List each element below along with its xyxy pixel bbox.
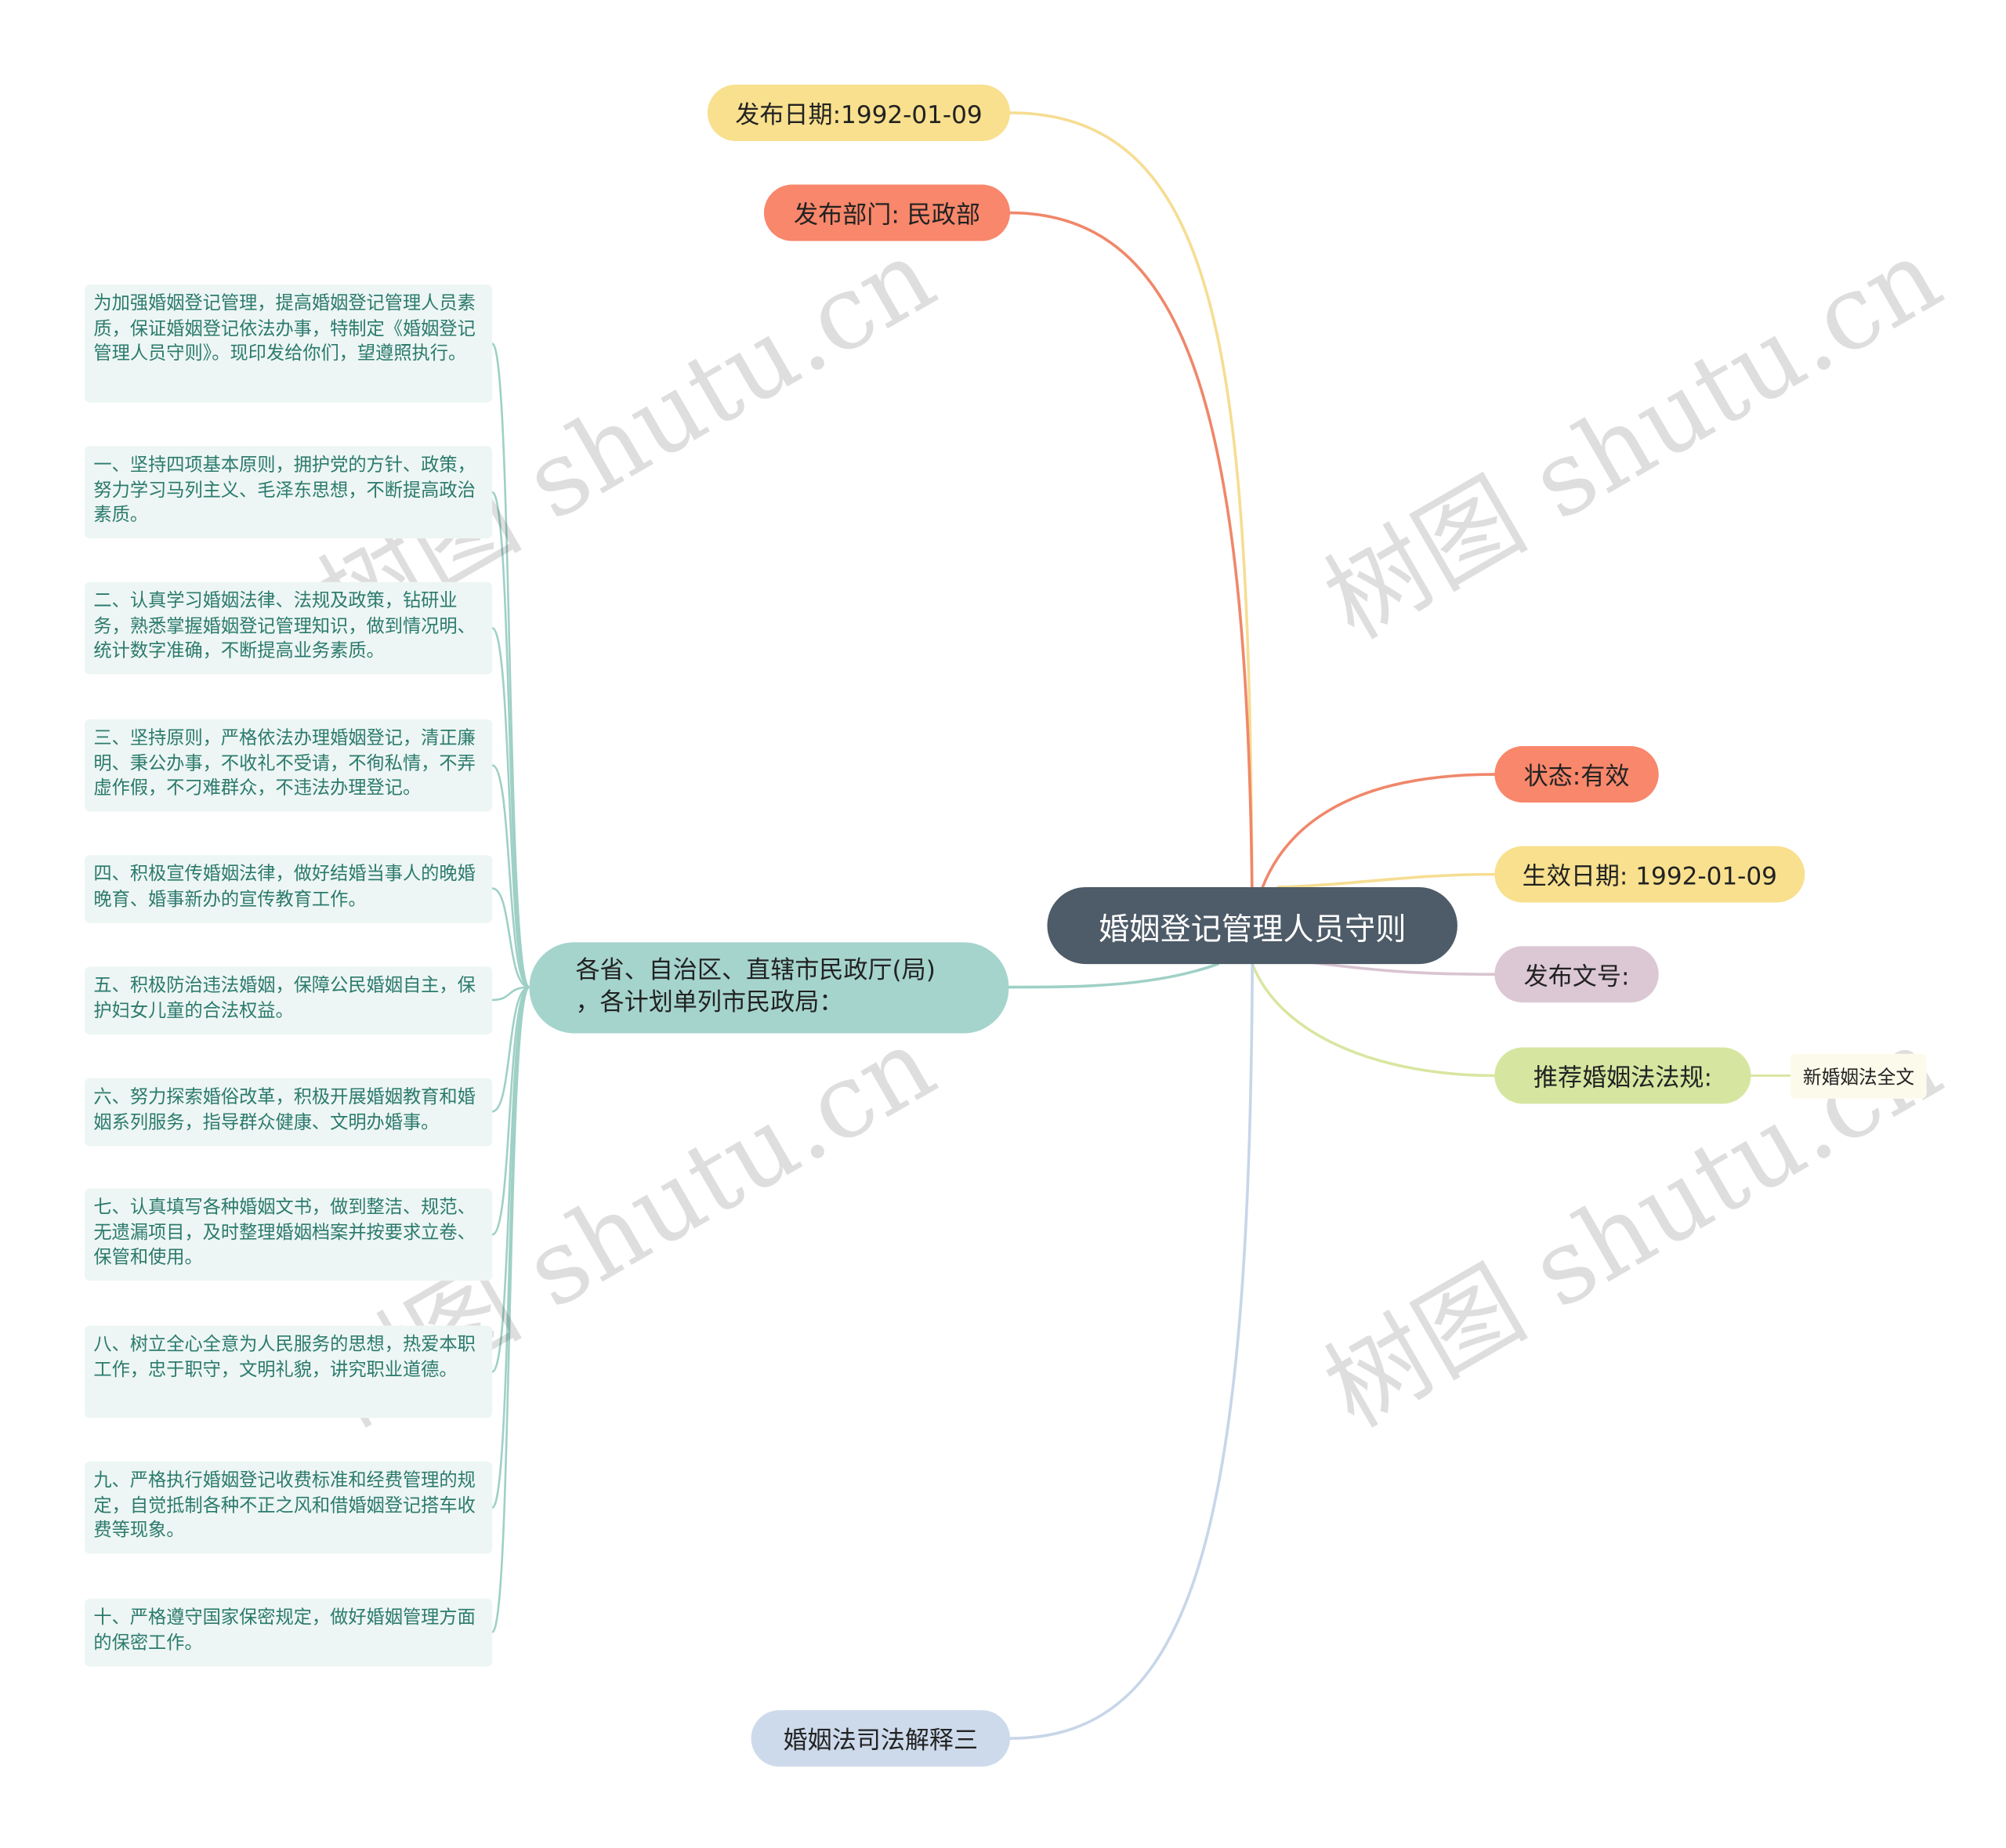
document-number-node[interactable]: 发布文号:: [1494, 946, 1659, 1003]
recipients-node[interactable]: 各省、自治区、直辖市民政厅(局) ，各计划单列市民政局：: [529, 942, 1009, 1034]
leaf-rule-9[interactable]: 九、严格执行婚姻登记收费标准和经费管理的规定，自觉抵制各种不正之风和借婚姻登记搭…: [84, 1461, 493, 1554]
connector-leaf: [491, 764, 530, 988]
leaf-rule-4[interactable]: 四、积极宣传婚姻法律，做好结婚当事人的晚婚晚育、婚事新办的宣传教育工作。: [84, 855, 493, 923]
leaf-intro[interactable]: 为加强婚姻登记管理，提高婚姻登记管理人员素质，保证婚姻登记依法办事，特制定《婚姻…: [84, 284, 493, 403]
judicial-interpretation-node[interactable]: 婚姻法司法解释三: [751, 1710, 1011, 1767]
connector-leaf: [491, 627, 530, 988]
connector-leaf: [491, 986, 530, 1113]
connector-recipients: [1007, 962, 1219, 989]
connector-publish-date: [1008, 111, 1254, 927]
leaf-rule-2[interactable]: 二、认真学习婚姻法律、法规及政策，钻研业务，熟悉掌握婚姻登记管理知识，做到情况明…: [84, 582, 493, 675]
connector-publish-department: [1008, 211, 1254, 927]
new-marriage-law-tag[interactable]: 新婚姻法全文: [1791, 1053, 1927, 1099]
connector-judicial-interpretation: [1008, 962, 1254, 1740]
recommended-laws-node[interactable]: 推荐婚姻法法规:: [1494, 1047, 1751, 1104]
connector-leaf: [491, 986, 530, 1236]
leaf-rule-10[interactable]: 十、严格遵守国家保密规定，做好婚姻管理方面的保密工作。: [84, 1598, 493, 1667]
publish-department-node[interactable]: 发布部门: 民政部: [763, 184, 1011, 241]
connector-effective-date: [1276, 872, 1497, 889]
connector-leaf: [491, 986, 530, 1002]
leaf-rule-6[interactable]: 六、努力探索婚俗改革，积极开展婚姻教育和婚姻系列服务，指导群众健康、文明办婚事。: [84, 1078, 493, 1147]
leaf-rule-7[interactable]: 七、认真填写各种婚姻文书，做到整洁、规范、无遗漏项目，及时整理婚姻档案并按要求立…: [84, 1188, 493, 1281]
leaf-rule-5[interactable]: 五、积极防治违法婚姻，保障公民婚姻自主，保护妇女儿童的合法权益。: [84, 966, 493, 1035]
leaf-rule-8[interactable]: 八、树立全心全意为人民服务的思想，热爱本职工作，忠于职守，文明礼貌，讲究职业道德…: [84, 1325, 493, 1419]
connector-leaf: [491, 491, 530, 988]
connector-document-number: [1302, 960, 1497, 977]
connector-leaf: [491, 887, 530, 988]
effective-date-node[interactable]: 生效日期: 1992-01-09: [1494, 846, 1805, 903]
status-node[interactable]: 状态:有效: [1494, 746, 1659, 803]
connector-status: [1251, 773, 1497, 927]
connector-recommended-laws: [1251, 962, 1497, 1078]
leaf-rule-3[interactable]: 三、坚持原则，严格依法办理婚姻登记，清正廉明、秉公办事，不收礼不受请，不徇私情，…: [84, 719, 493, 812]
root-node[interactable]: 婚姻登记管理人员守则: [1047, 886, 1457, 965]
connector-leaf: [491, 342, 530, 988]
connector-leaf: [491, 986, 530, 1373]
publish-date-node[interactable]: 发布日期:1992-01-09: [707, 84, 1011, 141]
connector-leaf: [491, 986, 530, 1633]
leaf-rule-1[interactable]: 一、坚持四项基本原则，拥护党的方针、政策，努力学习马列主义、毛泽东思想，不断提高…: [84, 446, 493, 539]
